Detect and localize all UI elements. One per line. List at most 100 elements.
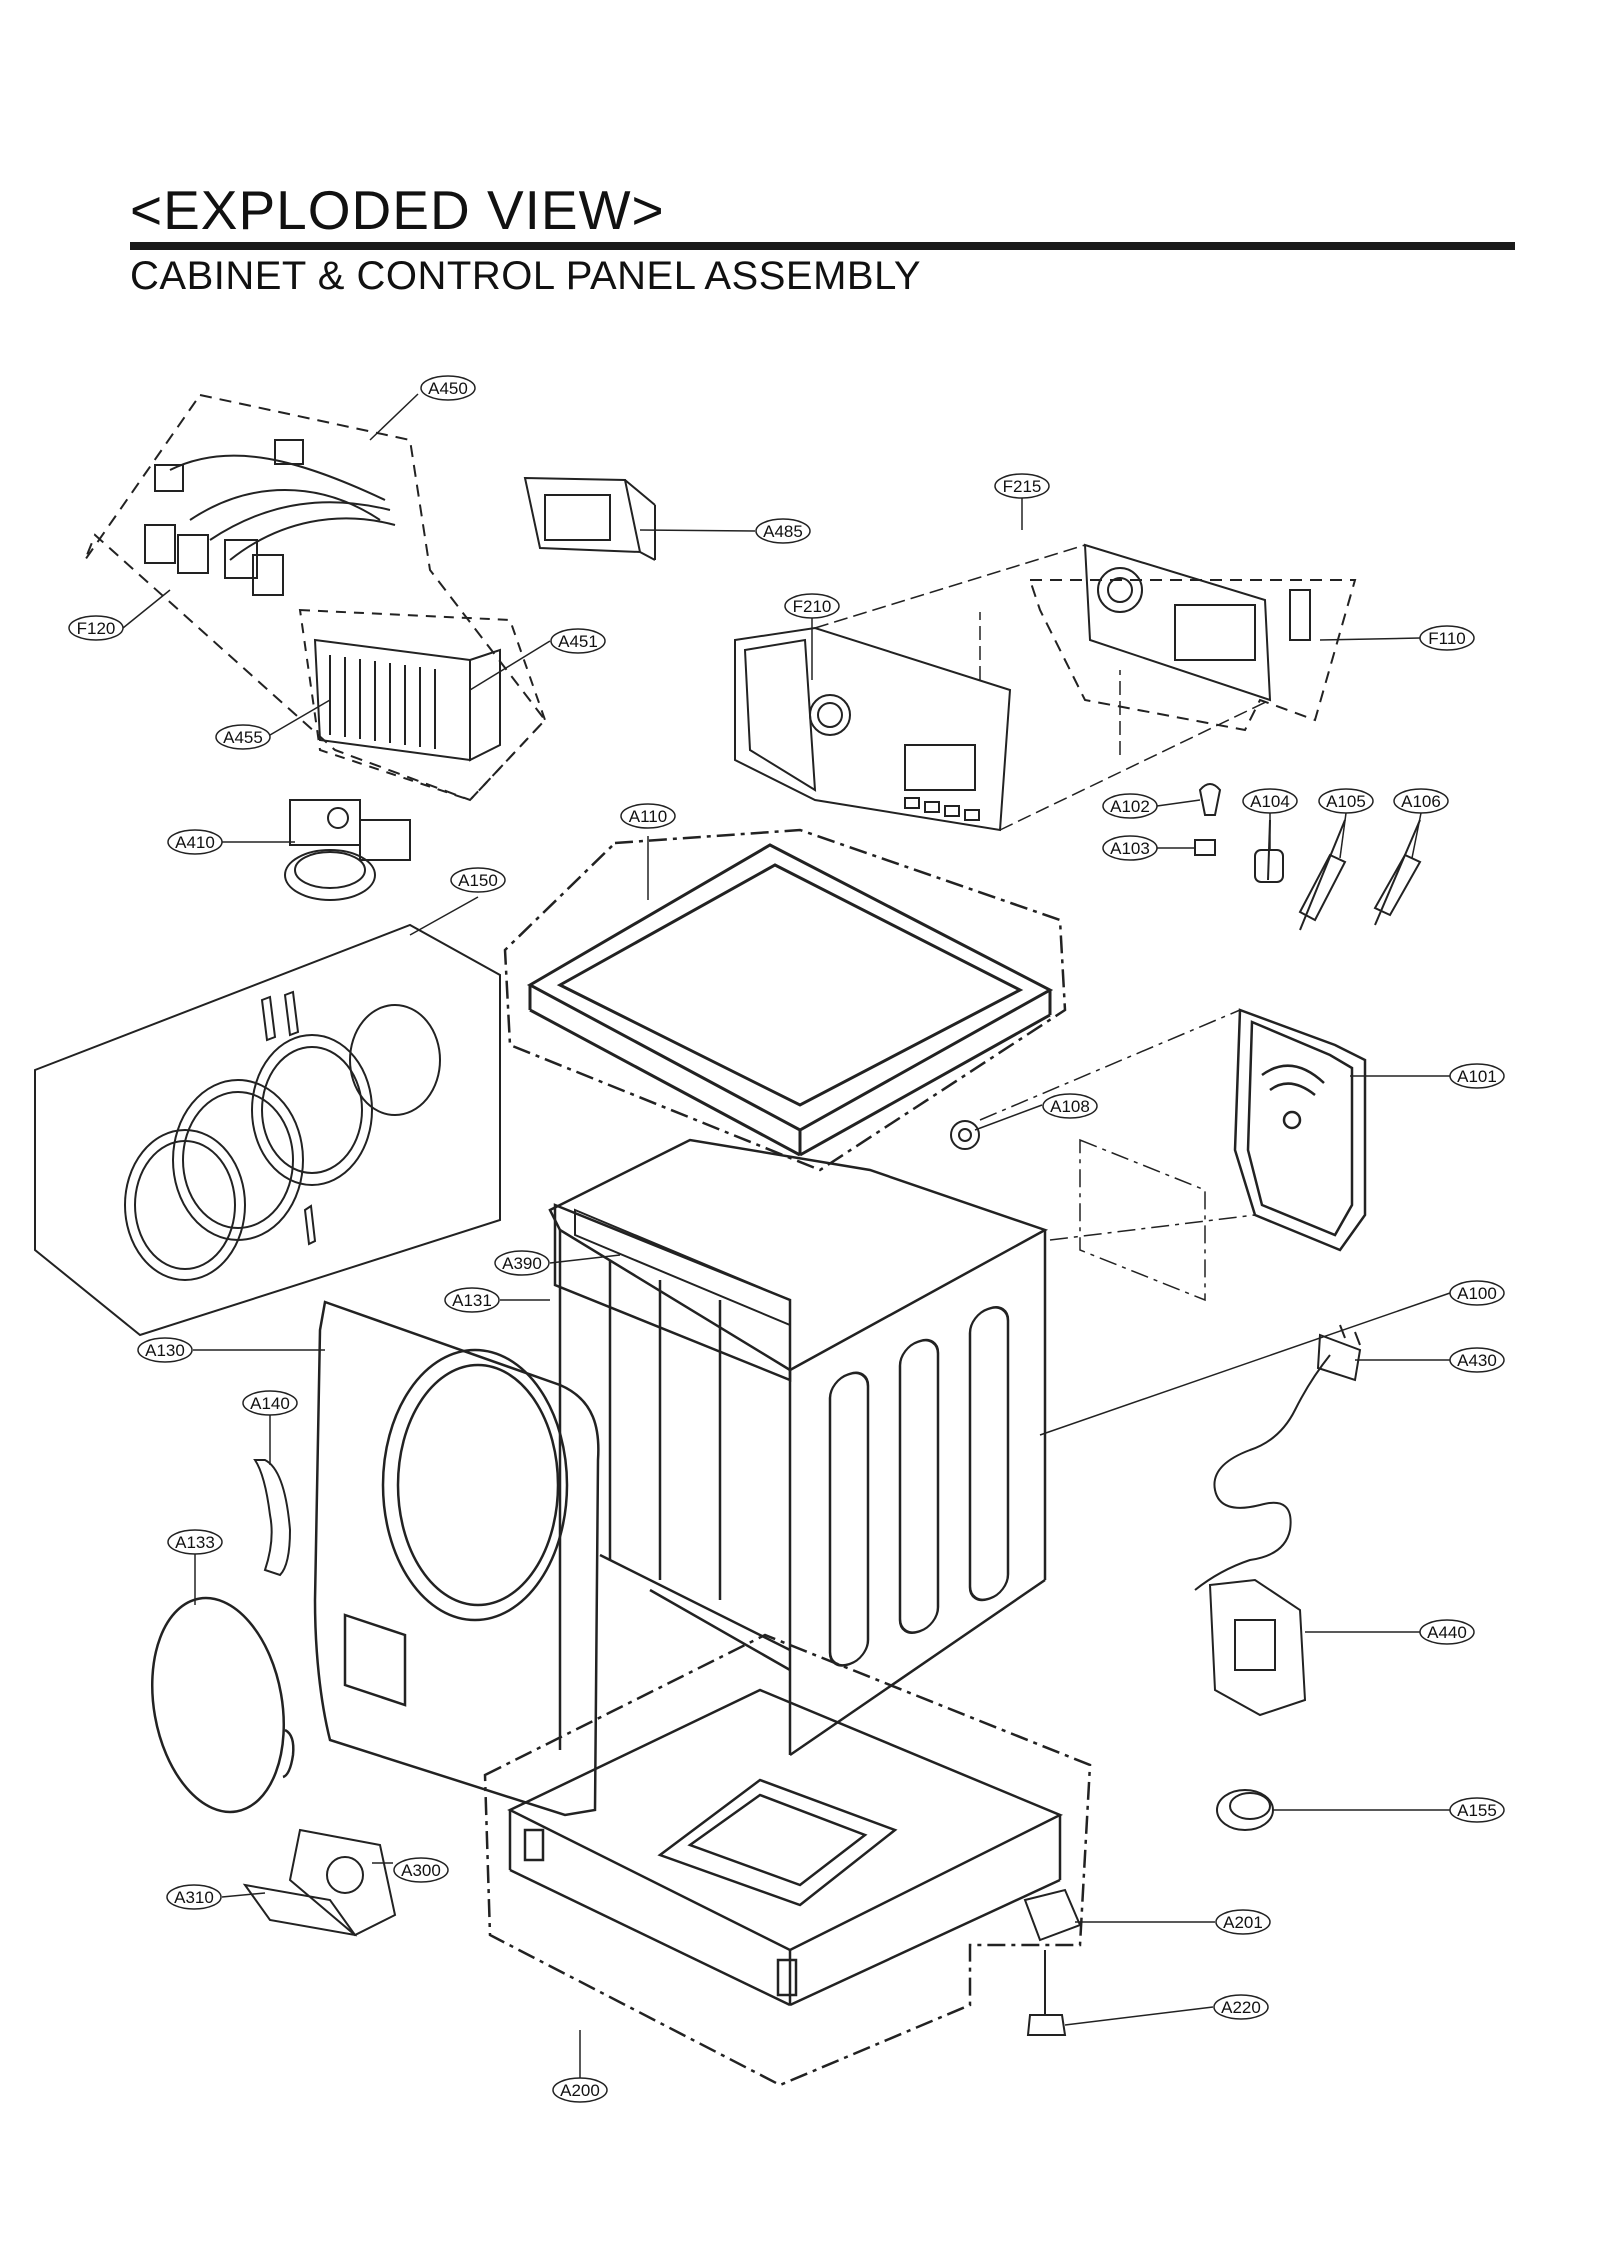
callout-label: A430 <box>1457 1351 1497 1370</box>
callout-f120: F120 <box>68 615 124 641</box>
callout-label: A450 <box>428 379 468 398</box>
clamp-ring-part <box>150 1596 295 1814</box>
callout-label: A201 <box>1223 1913 1263 1932</box>
leveling-leg-part <box>1026 1950 1067 2036</box>
callout-a140: A140 <box>242 1390 298 1416</box>
callout-a310: A310 <box>166 1884 222 1910</box>
callout-label: A200 <box>560 2081 600 2100</box>
callout-a155: A155 <box>1449 1797 1505 1823</box>
callout-label: A410 <box>175 833 215 852</box>
callout-label: A102 <box>1110 797 1150 816</box>
base-frame-part <box>507 1688 1064 2007</box>
callout-a300: A300 <box>393 1857 449 1883</box>
noise-filter-part <box>1208 1578 1307 1717</box>
leader-lines <box>122 393 1451 2080</box>
callout-a103: A103 <box>1102 835 1158 861</box>
callout-a106: A106 <box>1393 788 1449 814</box>
door-assembly-outline <box>34 923 501 1337</box>
clip-parts <box>1194 783 1222 856</box>
panel-guide-lines <box>814 544 1271 831</box>
callout-label: A105 <box>1326 792 1366 811</box>
callout-a150: A150 <box>450 867 506 893</box>
module-group-outline <box>298 608 547 802</box>
callout-a390: A390 <box>494 1250 550 1276</box>
callout-label: A130 <box>145 1341 185 1360</box>
callout-label: F215 <box>1003 477 1042 496</box>
callout-a100: A100 <box>1449 1280 1505 1306</box>
damper-parts <box>1254 819 1422 931</box>
door-parts <box>124 990 441 1281</box>
callout-label: A103 <box>1110 839 1150 858</box>
callout-a430: A430 <box>1449 1347 1505 1373</box>
callout-a485: A485 <box>755 518 811 544</box>
callout-f110: F110 <box>1419 625 1475 651</box>
cap-part <box>1216 1789 1274 1831</box>
callout-label: A150 <box>458 871 498 890</box>
callout-label: A104 <box>1250 792 1290 811</box>
callout-a130: A130 <box>137 1337 193 1363</box>
callout-a108: A108 <box>1042 1093 1098 1119</box>
callout-f210: F210 <box>784 593 840 619</box>
harness-group-outline <box>84 393 547 802</box>
callout-label: A108 <box>1050 1097 1090 1116</box>
callout-label: A101 <box>1457 1067 1497 1086</box>
callout-a101: A101 <box>1449 1063 1505 1089</box>
callout-label: A110 <box>629 807 667 826</box>
back-cover-part <box>1233 1008 1367 1252</box>
callout-a451: A451 <box>550 628 606 654</box>
control-panel-part <box>734 626 1012 832</box>
callout-label: A455 <box>223 728 263 747</box>
latch-part <box>253 1459 292 1577</box>
top-plate-part <box>526 843 1054 1157</box>
base-group-outline <box>483 1633 1092 2087</box>
page-title: <EXPLODED VIEW> <box>130 179 665 241</box>
callout-label: F120 <box>77 619 116 638</box>
callout-a131: A131 <box>444 1287 500 1313</box>
callout-label: F210 <box>793 597 832 616</box>
power-cord-part <box>1194 1324 1362 1591</box>
bracket-part <box>574 1208 791 1327</box>
callout-label: A390 <box>502 1254 542 1273</box>
callout-a102: A102 <box>1102 793 1158 819</box>
callout-label: A133 <box>175 1533 215 1552</box>
callout-f215: F215 <box>994 473 1050 499</box>
callout-label: A131 <box>452 1291 492 1310</box>
callout-label: A220 <box>1221 1998 1261 2017</box>
title-rule <box>130 242 1515 250</box>
lid-part <box>242 1828 397 1937</box>
callout-a201: A201 <box>1215 1909 1271 1935</box>
pcb-part <box>1083 543 1311 702</box>
callout-a110: A110 <box>620 803 676 829</box>
callout-a450: A450 <box>420 375 476 401</box>
callout-label: A140 <box>250 1394 290 1413</box>
callout-a220: A220 <box>1213 1994 1269 2020</box>
cabinet-part <box>548 1138 1049 1757</box>
pressure-switch-part <box>284 799 411 901</box>
callout-label: A106 <box>1401 792 1441 811</box>
pcb-group-outline <box>1028 579 1357 732</box>
power-module-part <box>313 638 501 762</box>
callout-label: A310 <box>174 1888 214 1907</box>
callout-a440: A440 <box>1419 1619 1475 1645</box>
callout-a133: A133 <box>167 1529 223 1555</box>
page-subtitle: CABINET & CONTROL PANEL ASSEMBLY <box>130 254 922 298</box>
callout-label: A451 <box>558 632 598 651</box>
front-panel-part <box>313 1300 600 1817</box>
wire-harness-part <box>144 439 396 596</box>
callout-a104: A104 <box>1242 788 1298 814</box>
leveling-bracket-part <box>1023 1888 1082 1942</box>
callout-label: A155 <box>1457 1801 1497 1820</box>
callout-a410: A410 <box>167 829 223 855</box>
cover-guide-lines <box>979 1009 1256 1302</box>
display-module-part <box>523 476 656 561</box>
callout-label: A300 <box>401 1861 441 1880</box>
callout-a455: A455 <box>215 724 271 750</box>
callout-label: A485 <box>763 522 803 541</box>
callout-a200: A200 <box>552 2077 608 2103</box>
callout-label: F110 <box>1428 629 1466 648</box>
callout-label: A440 <box>1427 1623 1467 1642</box>
knob-part <box>950 1120 980 1150</box>
callout-a105: A105 <box>1318 788 1374 814</box>
